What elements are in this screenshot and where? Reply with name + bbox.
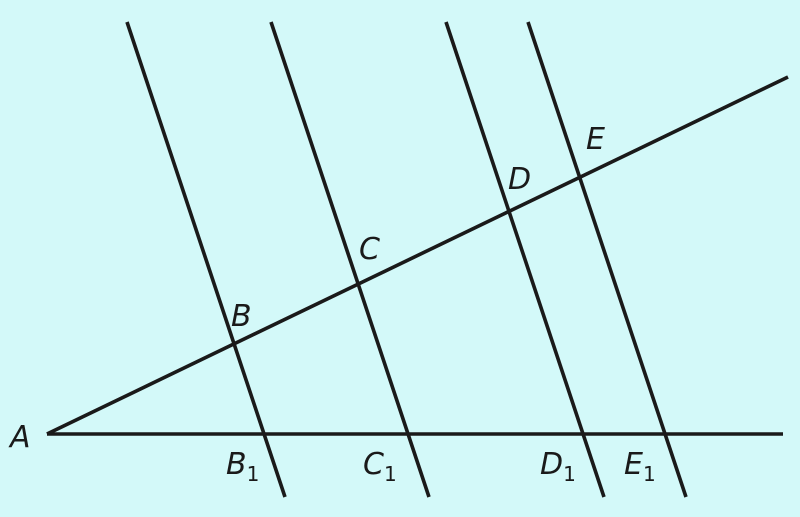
parallel-line-b xyxy=(125,21,287,498)
label-b1: B1 xyxy=(226,447,259,486)
ray-upper xyxy=(46,75,789,436)
label-e1: E1 xyxy=(624,447,656,486)
label-d1-sub: 1 xyxy=(563,462,576,486)
label-c1-main: C xyxy=(363,447,384,482)
label-d: D xyxy=(508,162,531,197)
label-b1-main: B xyxy=(226,447,247,482)
label-d1-main: D xyxy=(540,447,563,482)
label-e1-sub: 1 xyxy=(643,462,656,486)
label-a: A xyxy=(8,420,31,455)
parallel-line-d xyxy=(444,21,606,498)
label-b: B xyxy=(231,299,252,334)
label-e1-main: E xyxy=(624,447,643,482)
label-c1-sub: 1 xyxy=(384,462,397,486)
label-e: E xyxy=(586,122,605,157)
label-b1-sub: 1 xyxy=(247,462,260,486)
label-c1: C1 xyxy=(363,447,397,486)
parallel-line-e xyxy=(526,21,688,498)
parallel-line-c xyxy=(269,21,431,498)
label-c: C xyxy=(359,232,380,267)
label-d1: D1 xyxy=(540,447,576,486)
